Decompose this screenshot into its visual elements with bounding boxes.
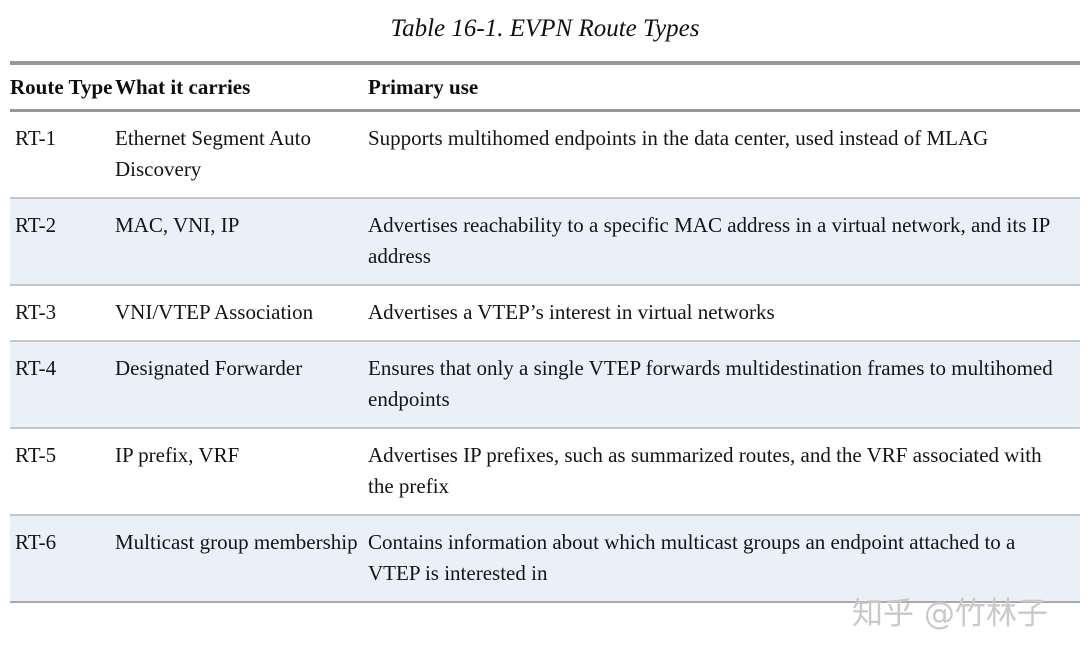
table-row-rt6: RT-6 Multicast group membership Contains… bbox=[10, 515, 1080, 602]
evpn-route-types-table: Route Type What it carries Primary use R… bbox=[10, 61, 1080, 603]
column-header-what-it-carries: What it carries bbox=[115, 75, 251, 99]
table-header: Route Type What it carries Primary use bbox=[10, 63, 1080, 111]
table-row-rt2: RT-2 MAC, VNI, IP Advertises reachabilit… bbox=[10, 198, 1080, 285]
column-header-route-type: Route Type bbox=[10, 75, 113, 99]
cell-route-type: RT-1 bbox=[15, 126, 57, 150]
cell-what-it-carries: MAC, VNI, IP bbox=[115, 213, 240, 237]
table-title: Table 16-1. EVPN Route Types bbox=[390, 15, 700, 42]
cell-what-it-carries: Multicast group membership bbox=[115, 530, 358, 554]
cell-primary-use: Contains information about which multica… bbox=[368, 530, 1016, 585]
cell-route-type: RT-6 bbox=[15, 530, 57, 554]
cell-route-type: RT-4 bbox=[15, 356, 57, 380]
table-row-rt5: RT-5 IP prefix, VRF Advertises IP prefix… bbox=[10, 428, 1080, 515]
table-container: Route Type What it carries Primary use R… bbox=[10, 61, 1080, 603]
cell-primary-use: Advertises IP prefixes, such as summariz… bbox=[368, 443, 1042, 498]
table-row-rt3: RT-3 VNI/VTEP Association Advertises a V… bbox=[10, 285, 1080, 341]
table-row-rt4: RT-4 Designated Forwarder Ensures that o… bbox=[10, 341, 1080, 428]
header-row: Route Type What it carries Primary use bbox=[10, 63, 1080, 111]
cell-what-it-carries: VNI/VTEP Association bbox=[115, 300, 314, 324]
cell-route-type: RT-5 bbox=[15, 443, 57, 467]
cell-what-it-carries: IP prefix, VRF bbox=[115, 443, 240, 467]
cell-primary-use: Supports multihomed endpoints in the dat… bbox=[368, 126, 989, 150]
cell-primary-use: Ensures that only a single VTEP forwards… bbox=[368, 356, 1053, 411]
table-body: RT-1 Ethernet Segment Auto Discovery Sup… bbox=[10, 111, 1080, 602]
cell-what-it-carries: Ethernet Segment Auto Discovery bbox=[115, 126, 311, 181]
page: { "table": { "title": "Table 16-1. EVPN … bbox=[0, 12, 1090, 659]
cell-route-type: RT-2 bbox=[15, 213, 57, 237]
cell-what-it-carries: Designated Forwarder bbox=[115, 356, 303, 380]
column-header-primary-use: Primary use bbox=[368, 75, 479, 99]
cell-primary-use: Advertises a VTEP’s interest in virtual … bbox=[368, 300, 775, 324]
table-row-rt1: RT-1 Ethernet Segment Auto Discovery Sup… bbox=[10, 111, 1080, 199]
cell-primary-use: Advertises reachability to a specific MA… bbox=[368, 213, 1050, 268]
cell-route-type: RT-3 bbox=[15, 300, 57, 324]
